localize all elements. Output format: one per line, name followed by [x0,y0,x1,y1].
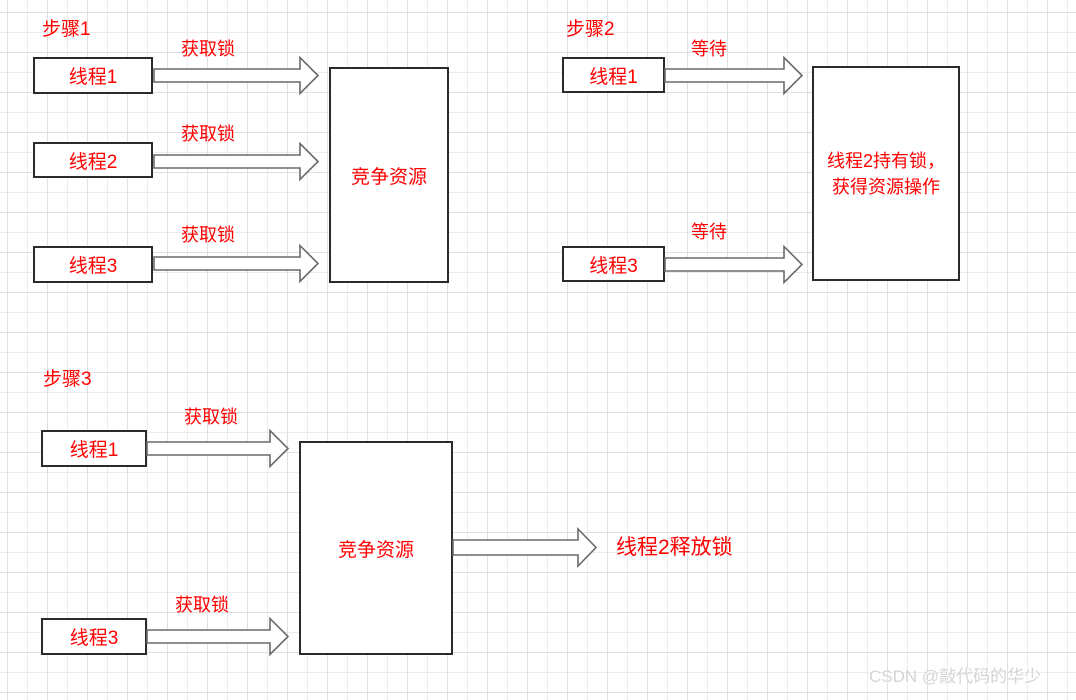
step1-resource-label: 竞争资源 [350,166,427,188]
step2-thread1-label: 线程1 [589,66,638,88]
watermark: CSDN @敲代码的华少 [869,667,1042,686]
step3-resource-label: 竞争资源 [337,539,414,561]
step1-arrow3-label: 获取锁 [181,225,235,245]
step3-arrow1-label: 获取锁 [184,407,238,427]
step3-arrow1-icon [146,428,290,469]
step2-thread1-box: 线程1 [562,57,665,93]
step2-arrow1-icon [664,55,804,95]
step1-arrow1-icon [153,55,320,96]
step1-arrow2-icon [153,141,320,182]
step3-label: 步骤3 [43,369,92,390]
step2-arrow2-icon [664,244,804,284]
step3-thread1-box: 线程1 [41,430,147,467]
step2-holder-box: 线程2持有锁， 获得资源操作 [812,66,960,281]
step3-thread3-label: 线程3 [69,628,119,649]
step1-arrow1-label: 获取锁 [181,39,235,59]
step1-thread2-label: 线程2 [68,151,118,173]
step1-thread3-label: 线程3 [68,256,118,277]
step3-output-arrow-icon [452,527,598,568]
step2-holder-line1: 线程2持有锁， [826,150,945,171]
step1-label: 步骤1 [42,19,91,40]
step1-resource-box: 竞争资源 [329,67,449,283]
step3-resource-box: 竞争资源 [299,441,453,655]
step1-arrow3-icon [153,243,320,284]
step3-release-label: 线程2释放锁 [616,536,733,559]
step3-arrow2-icon [146,616,290,657]
step3-thread1-label: 线程1 [69,440,119,461]
step2-label: 步骤2 [566,19,615,40]
step1-thread3-box: 线程3 [33,246,153,283]
step3-thread3-box: 线程3 [41,618,147,655]
step2-arrow1-label: 等待 [691,39,727,59]
step1-arrow2-label: 获取锁 [181,124,235,144]
step1-thread2-box: 线程2 [33,142,153,178]
step2-arrow2-label: 等待 [691,222,727,242]
step1-thread1-box: 线程1 [33,57,153,94]
step1-thread1-label: 线程1 [68,67,118,88]
step3-arrow2-label: 获取锁 [175,595,229,615]
step2-thread3-label: 线程3 [589,255,638,277]
step2-holder-line2: 获得资源操作 [832,176,940,197]
step2-thread3-box: 线程3 [562,246,665,282]
